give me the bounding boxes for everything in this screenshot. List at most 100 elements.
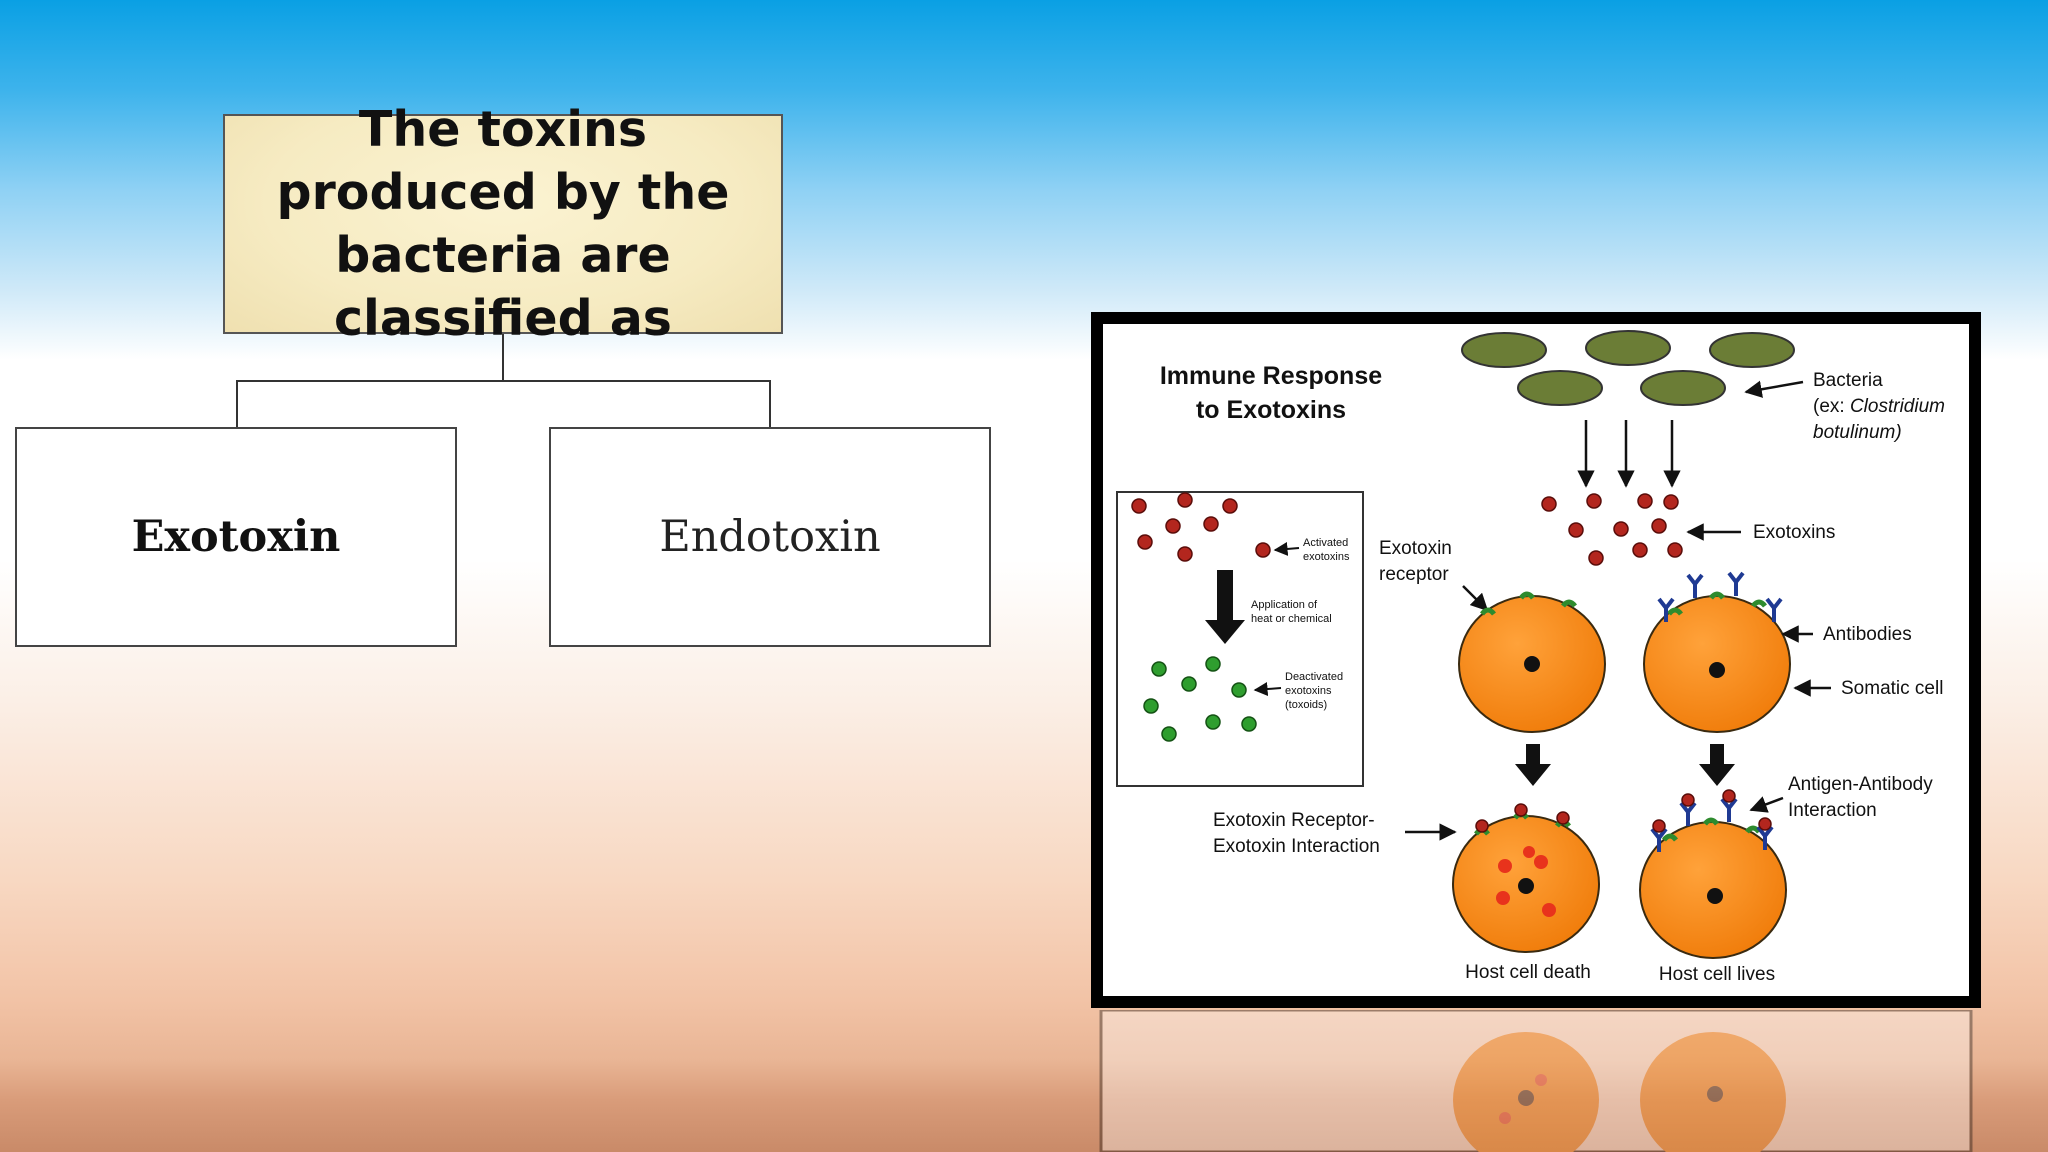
cell-nucleus — [1707, 888, 1723, 904]
inset-border — [1116, 491, 1364, 787]
thick-arrow-right — [1699, 744, 1735, 786]
somatic-cell-label: Somatic cell — [1841, 678, 1943, 699]
exotoxin-dot — [1651, 518, 1667, 534]
toxoid — [1143, 698, 1159, 714]
activated-toxin — [1131, 498, 1147, 514]
internalized-toxin — [1523, 846, 1535, 858]
exotoxin-label: Exotoxin — [131, 512, 341, 562]
receptor-pointer-arrow — [1462, 585, 1489, 612]
receptor — [1751, 599, 1767, 608]
reflection-nucleus — [1518, 1090, 1534, 1106]
activated-toxin — [1177, 546, 1193, 562]
antibodies-label: Antibodies — [1823, 624, 1912, 645]
antibody — [1679, 801, 1697, 826]
activated-pointer-arrow — [1273, 541, 1300, 556]
neutralized-toxin — [1758, 817, 1772, 831]
figure-title-line2: to Exotoxins — [1196, 396, 1346, 424]
exotoxin-dot — [1568, 522, 1584, 538]
receptor-interaction-line1: Exotoxin Receptor- — [1213, 810, 1375, 831]
exotoxin-box[interactable]: Exotoxin — [15, 427, 457, 647]
connector-vertical-right — [769, 380, 771, 428]
figure-reflection — [1091, 1010, 1981, 1152]
connector-horizontal — [236, 380, 771, 382]
internalized-toxin — [1534, 855, 1548, 869]
antibody — [1686, 573, 1704, 598]
bound-toxin — [1514, 803, 1528, 817]
receptor — [1480, 607, 1496, 616]
antibody — [1657, 597, 1675, 622]
figure-canvas: Immune Response to Exotoxins Bacteria (e… — [1101, 322, 1971, 998]
activated-toxin — [1255, 542, 1271, 558]
antibody — [1650, 827, 1668, 852]
activated-toxin — [1222, 498, 1238, 514]
neutralized-toxin — [1722, 789, 1736, 803]
bacteria-pointer-arrow — [1744, 380, 1804, 398]
reflection-svg — [1099, 1010, 1973, 1152]
figure-svg: Immune Response to Exotoxins Bacteria (e… — [1116, 330, 1945, 985]
reflection-cell — [1453, 1032, 1599, 1152]
deactivated-line1: Deactivated — [1285, 671, 1343, 683]
exotoxin-dot — [1632, 542, 1648, 558]
somatic-cell-left — [1458, 591, 1606, 733]
reflection-nucleus — [1707, 1086, 1723, 1102]
exotoxin-dot — [1541, 496, 1557, 512]
somatic-cell-right — [1643, 571, 1791, 733]
toxoid — [1151, 661, 1167, 677]
exotoxin-receptor-line2: receptor — [1379, 564, 1449, 585]
reflection-toxin — [1499, 1112, 1511, 1124]
bacterium — [1461, 332, 1547, 368]
endotoxin-box[interactable]: Endotoxin — [549, 427, 991, 647]
internalized-toxin — [1542, 903, 1556, 917]
heat-line1: Application of — [1251, 599, 1318, 611]
figure-title-line1: Immune Response — [1160, 362, 1382, 390]
activated-line2: exotoxins — [1303, 551, 1350, 563]
thick-arrow-left — [1515, 744, 1551, 786]
receptor — [1667, 607, 1683, 616]
bacteria-example-species: botulinum) — [1813, 422, 1902, 443]
bacterium — [1709, 332, 1795, 368]
internalized-toxin — [1498, 859, 1512, 873]
bound-toxin — [1475, 819, 1489, 833]
receptor — [1662, 833, 1678, 842]
receptor — [1703, 817, 1719, 826]
host-cell-lives-label: Host cell lives — [1659, 964, 1775, 985]
internalized-toxin — [1496, 891, 1510, 905]
deactivated-line3: (toxoids) — [1285, 699, 1327, 711]
heat-line2: heat or chemical — [1251, 613, 1332, 625]
receptor — [1709, 591, 1725, 600]
question-box: The toxins produced by the bacteria are … — [223, 101, 783, 347]
toxoid-inset: Activated exotoxins Application of heat … — [1116, 491, 1364, 787]
toxoid — [1181, 676, 1197, 692]
neutralized-toxin — [1652, 819, 1666, 833]
receptor-interaction-line2: Exotoxin Interaction — [1213, 836, 1380, 857]
host-cell-surviving — [1639, 789, 1787, 959]
antibody — [1720, 797, 1738, 822]
exotoxin-dot — [1586, 493, 1602, 509]
activated-toxin — [1203, 516, 1219, 532]
host-cell-dying — [1452, 803, 1600, 953]
toxoid — [1241, 716, 1257, 732]
toxoid — [1161, 726, 1177, 742]
exotoxin-dot — [1667, 542, 1683, 558]
exotoxin-dot — [1588, 550, 1604, 566]
cell-nucleus — [1709, 662, 1725, 678]
exotoxin-molecules — [1541, 493, 1683, 566]
bound-toxin — [1556, 811, 1570, 825]
antibody — [1727, 571, 1745, 596]
antigen-antibody-line2: Interaction — [1788, 800, 1877, 821]
exotoxin-dot — [1663, 494, 1679, 510]
receptor — [1561, 599, 1577, 608]
reflection-cell — [1640, 1032, 1786, 1152]
bacterium — [1640, 370, 1726, 406]
exotoxin-receptor-line1: Exotoxin — [1379, 538, 1452, 559]
receptor — [1519, 591, 1535, 600]
toxoid — [1205, 714, 1221, 730]
activated-toxin — [1177, 492, 1193, 508]
antigen-antibody-line1: Antigen-Antibody — [1788, 774, 1933, 795]
bacteria-group — [1461, 330, 1795, 406]
connector-vertical-main — [502, 334, 504, 382]
deactivated-pointer-arrow — [1253, 682, 1282, 697]
exotoxin-dot — [1613, 521, 1629, 537]
inset-thick-arrow — [1205, 570, 1245, 644]
cell-nucleus — [1524, 656, 1540, 672]
